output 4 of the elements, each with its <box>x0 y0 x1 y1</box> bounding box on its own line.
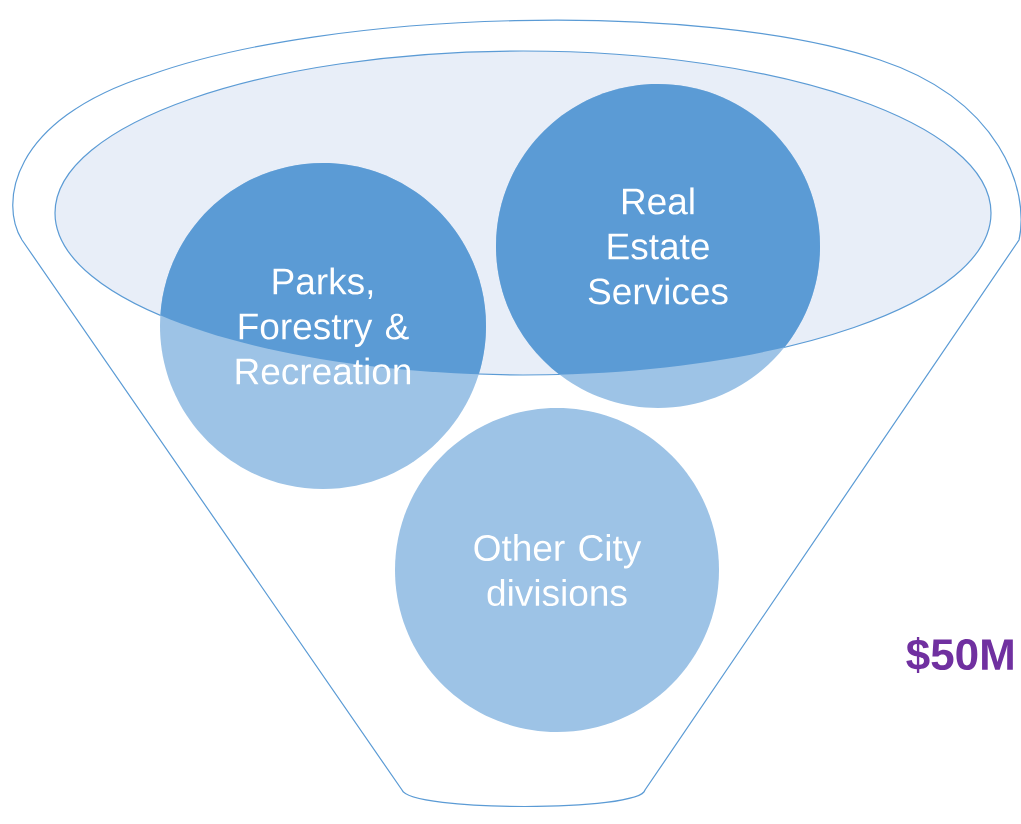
circle-node: Real Estate Services <box>496 84 820 408</box>
circle-node: Other City divisions <box>395 408 719 732</box>
circle-node: Parks, Forestry & Recreation <box>160 163 486 489</box>
amount-label: $50M <box>906 637 1013 673</box>
